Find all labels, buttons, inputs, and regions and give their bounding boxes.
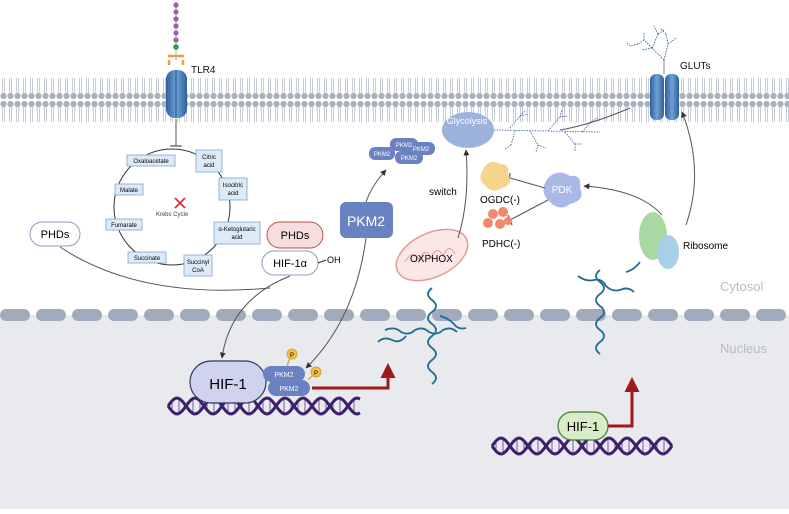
- pkm2-tetra-label-4: PKM2: [413, 147, 430, 153]
- krebs-isocitric: Isocitric acid: [218, 177, 248, 201]
- mitochondrion: [395, 228, 469, 282]
- svg-text:Citric: Citric: [202, 155, 216, 161]
- phospho-label-2: P: [314, 371, 318, 377]
- pkm2-nuclear-1-label: PKM2: [274, 372, 293, 379]
- pkm2-tetra-label-3: PKM2: [401, 156, 418, 162]
- oh-label: OH: [327, 255, 341, 265]
- pkm2-tetra-label-1: PKM2: [374, 152, 391, 158]
- pkm2-nuclear-1: [263, 366, 305, 382]
- ribosome: [639, 212, 679, 269]
- nucleus-label: Nucleus: [720, 341, 767, 356]
- svg-text:Oxaloacetate: Oxaloacetate: [133, 159, 169, 165]
- pdk-blob: [543, 172, 582, 208]
- pdk-label: PDK: [552, 185, 573, 196]
- pdhc-label: PDHC(-): [482, 239, 520, 250]
- krebs-title: Krebs Cycle: [156, 212, 189, 218]
- svg-text:acid: acid: [203, 163, 214, 169]
- svg-text:Fumarate: Fumarate: [111, 223, 137, 229]
- pkm2-tetra-label-2: PKM2: [396, 143, 413, 149]
- dna-right: [490, 436, 674, 456]
- hif1-right-label: HIF-1: [567, 419, 600, 434]
- phds-right-box: [266, 221, 324, 249]
- krebs-fumarate: Fumarate: [105, 218, 143, 231]
- transcription-arrow-right: [608, 377, 640, 428]
- pkm2-nuclear-2-label: PKM2: [279, 386, 298, 393]
- svg-text:Malate: Malate: [120, 188, 139, 194]
- ogdc-blob: [480, 161, 510, 191]
- phds-left-label: PHDs: [41, 229, 70, 241]
- svg-text:CoA: CoA: [192, 268, 204, 274]
- phds-left-box: [29, 221, 81, 247]
- tlr4-receptor: [166, 2, 187, 118]
- hif1-left-label: HIF-1: [209, 376, 247, 393]
- pkm2-big-box: [340, 202, 393, 238]
- krebs-cycle: Citric acid Isocitric acid α-Ketoglutari…: [105, 148, 261, 277]
- svg-text:acid: acid: [227, 191, 238, 197]
- hif1a-label: HIF-1α: [273, 258, 308, 270]
- ribosome-label: Ribosome: [683, 241, 728, 252]
- svg-text:Succinyl: Succinyl: [187, 260, 209, 266]
- krebs-blocked-x-icon: [174, 197, 186, 209]
- tlr4-label: TLR4: [191, 65, 216, 76]
- nuclear-envelope: [0, 309, 786, 321]
- krebs-succinyl: Succinyl CoA: [183, 254, 213, 277]
- dna-left: [166, 396, 361, 416]
- svg-text:acid: acid: [231, 235, 242, 241]
- krebs-citric: Citric acid: [195, 149, 223, 173]
- phospho-badge-2: [310, 366, 322, 378]
- oxphox-label: OXPHOX: [410, 254, 453, 265]
- pkm2-tetramer: PKM2 PKM2 PKM2 PKM2: [369, 138, 435, 164]
- cytosol-label: Cytosol: [720, 279, 763, 294]
- gluts-transporter: [625, 25, 679, 120]
- mrna-strands: [377, 261, 641, 385]
- svg-text:Succinate: Succinate: [134, 256, 161, 262]
- krebs-succinate: Succinate: [127, 251, 167, 264]
- gluts-label: GLUTs: [680, 61, 711, 72]
- phospho-label-1: P: [290, 353, 294, 359]
- krebs-akg: α-Ketoglutaric acid: [213, 221, 261, 245]
- svg-text:Isocitric: Isocitric: [223, 183, 243, 189]
- transcription-arrow-left: [312, 363, 396, 390]
- pkm2-big-label: PKM2: [347, 213, 385, 229]
- pdhc-blob: [483, 207, 512, 229]
- glycogen-branches: [493, 108, 601, 153]
- ogdc-label: OGDC(-): [480, 195, 520, 206]
- glycolysis-label: Glycolysis: [447, 116, 488, 126]
- pkm2-nuclear-2: [268, 380, 310, 396]
- nucleus-area: [0, 315, 789, 509]
- krebs-oxaloacetate: Oxaloacetate: [126, 154, 176, 167]
- glycolysis-blob: [442, 112, 494, 148]
- switch-label: switch: [429, 187, 457, 198]
- krebs-malate: Malate: [114, 183, 144, 196]
- svg-text:α-Ketoglutaric: α-Ketoglutaric: [218, 227, 255, 233]
- phospho-badge-1: [286, 348, 298, 360]
- hif1-left-box: [189, 360, 267, 404]
- phds-right-label: PHDs: [281, 230, 310, 242]
